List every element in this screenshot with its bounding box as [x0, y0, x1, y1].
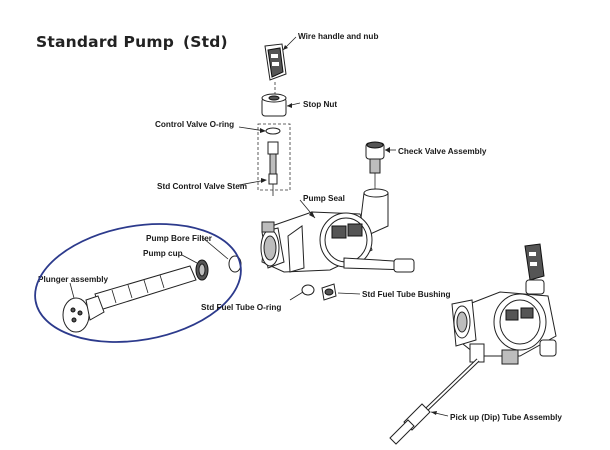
pickup-tube-label: Pick up (Dip) Tube Assembly — [450, 413, 562, 422]
assembled-pump-part — [389, 243, 557, 445]
plunger-assembly-part — [62, 265, 197, 333]
check-valve-label: Check Valve Assembly — [398, 147, 487, 156]
pump-seal-label: Pump Seal — [303, 194, 345, 203]
pump-body-part — [260, 188, 415, 273]
plunger-assembly-label: Plunger assembly — [38, 275, 109, 284]
wire-handle-part — [264, 43, 287, 81]
diagram-title: Standard Pump (Std) — [36, 33, 228, 51]
fuel-tube-bushing-label: Std Fuel Tube Bushing — [362, 290, 451, 299]
control-valve-stem-part — [267, 141, 279, 196]
fuel-tube-oring-part — [301, 284, 315, 296]
stop-nut-part — [261, 93, 287, 117]
highlight-ellipse — [34, 223, 242, 343]
fuel-tube-oring-label: Std Fuel Tube O-ring — [201, 303, 281, 312]
control-valve-oring-label: Control Valve O-ring — [155, 120, 234, 129]
control-valve-oring-part — [265, 127, 281, 135]
title-main: Standard Pump — [36, 33, 174, 51]
control-valve-stem-label: Std Control Valve Stem — [157, 182, 247, 191]
title-suffix: (Std) — [183, 33, 228, 51]
check-valve-part — [365, 141, 385, 186]
fuel-tube-bushing-part — [321, 283, 337, 301]
pump-cup-part — [195, 259, 209, 281]
pump-bore-filter-label: Pump Bore Filter — [146, 234, 213, 243]
pump-cup-label: Pump cup — [143, 249, 183, 258]
wire-handle-label: Wire handle and nub — [298, 32, 378, 41]
stop-nut-label: Stop Nut — [303, 100, 337, 109]
